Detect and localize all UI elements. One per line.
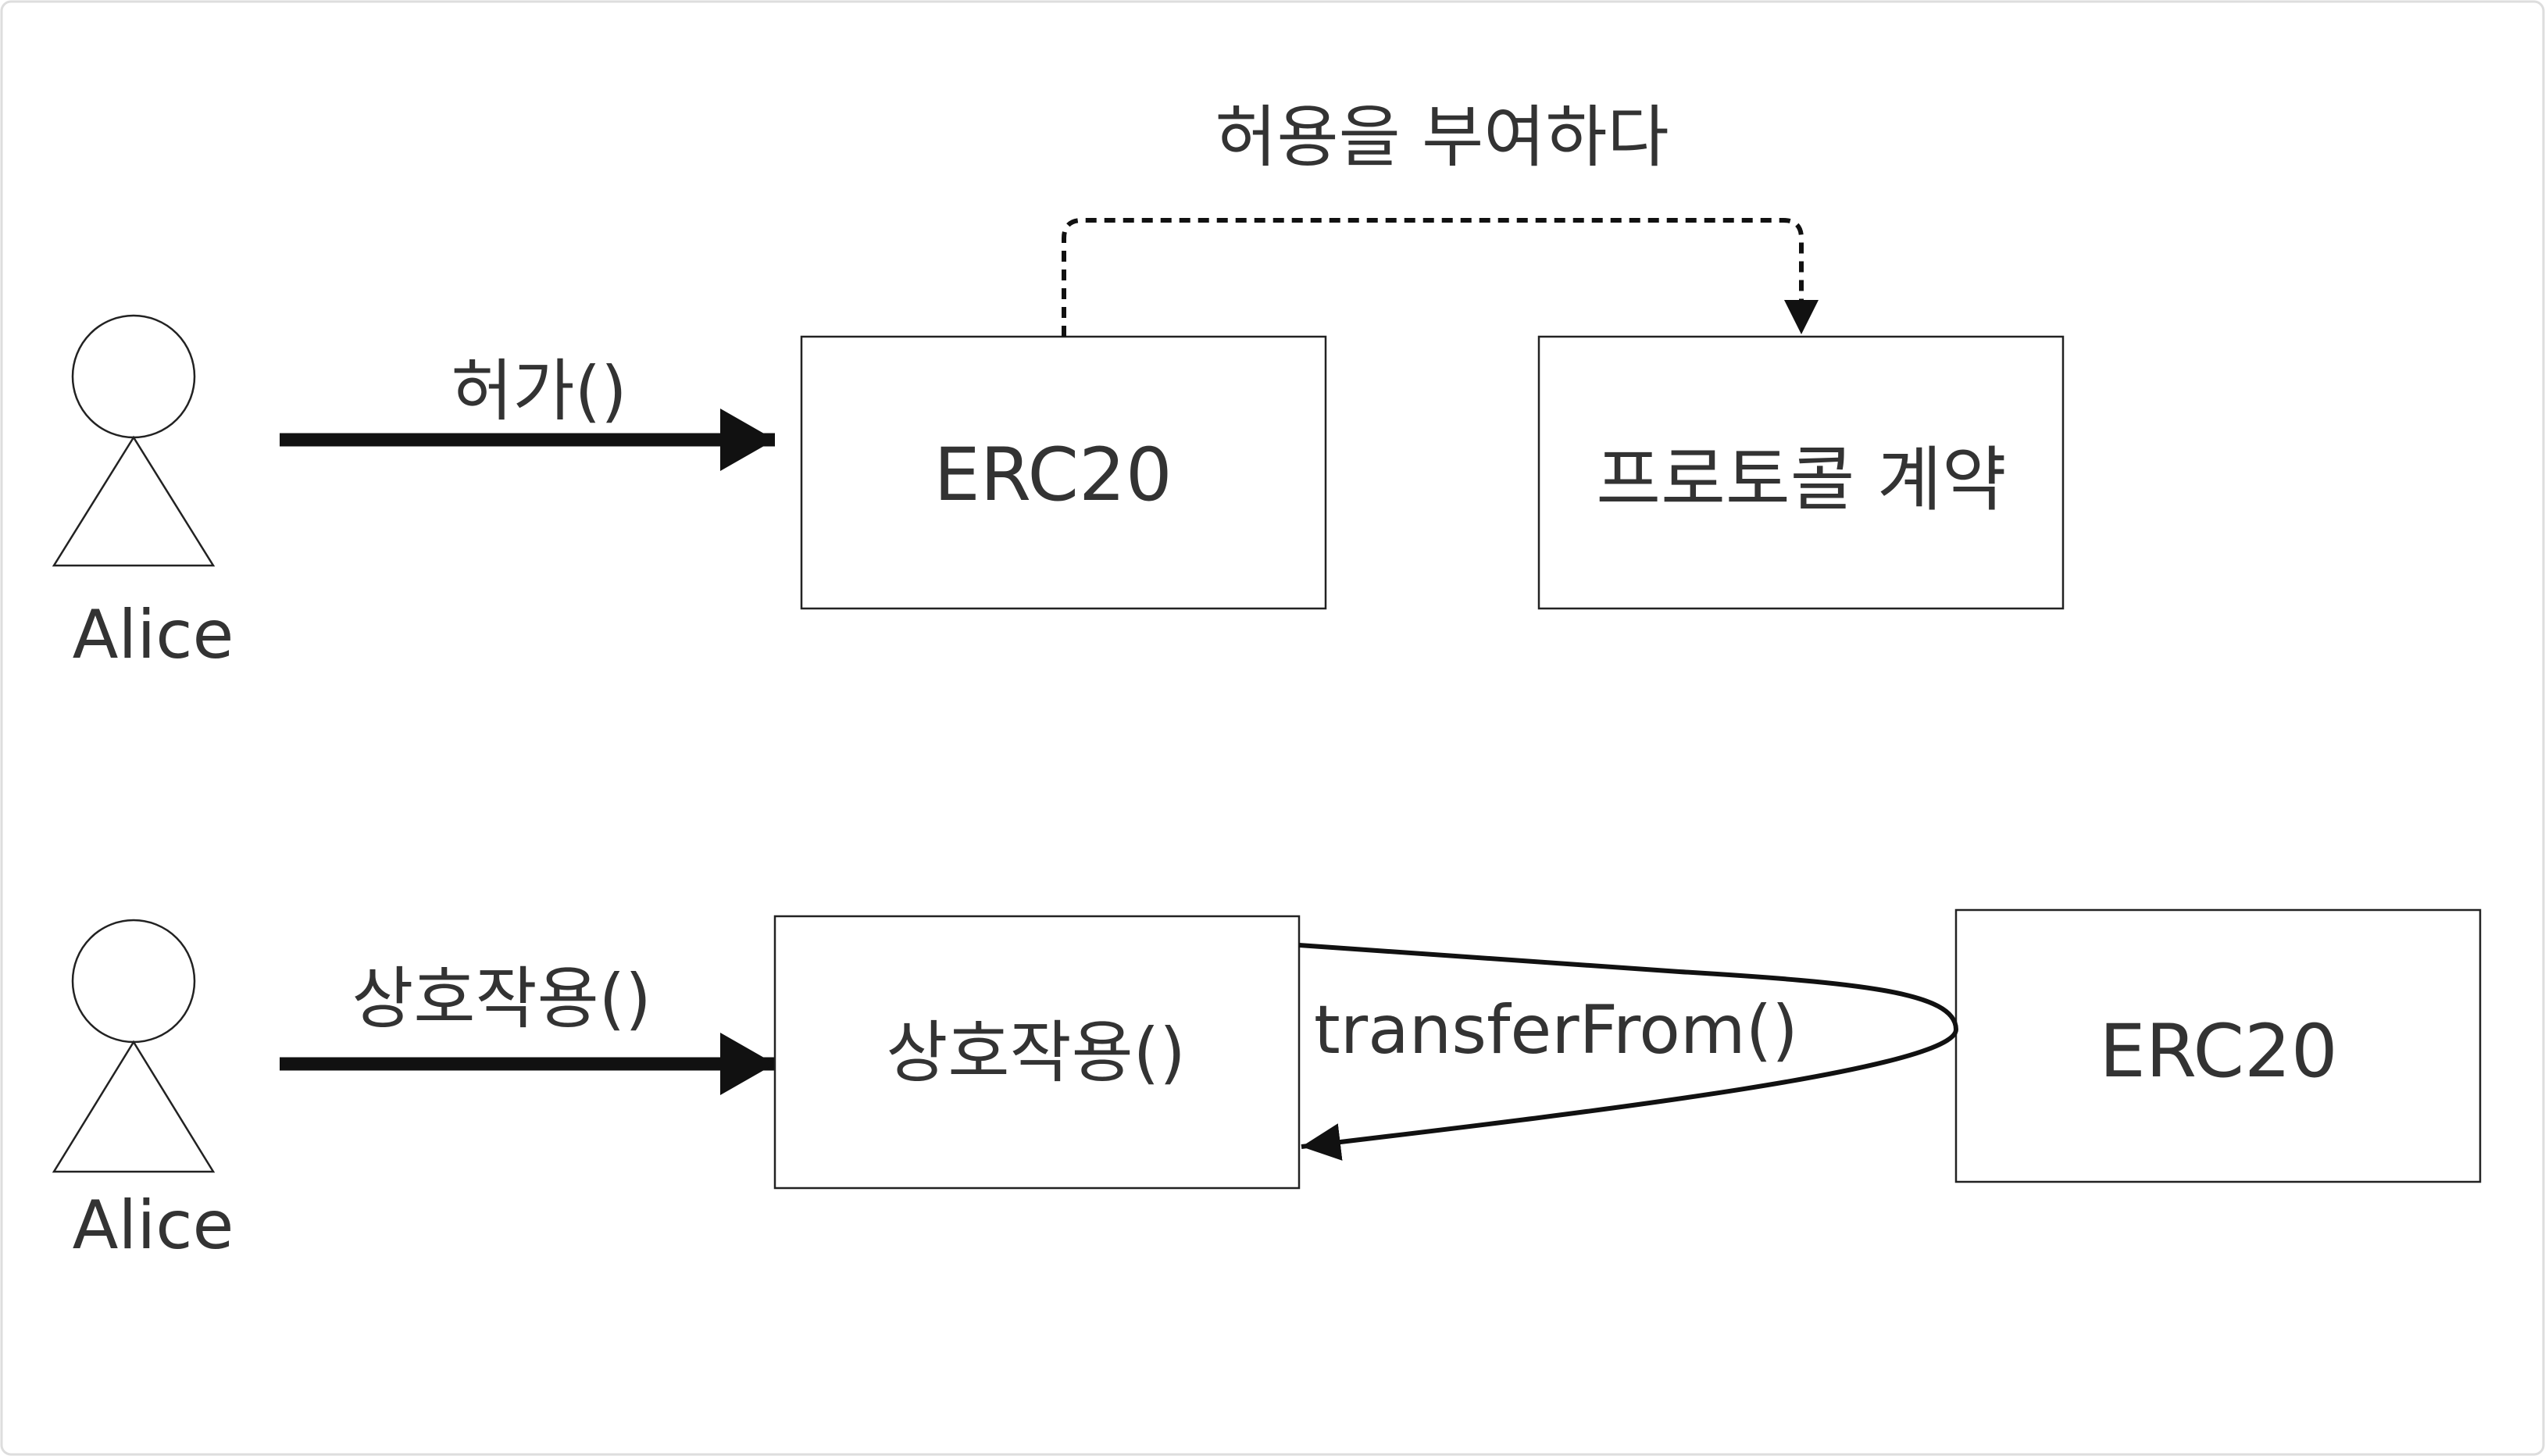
top-erc20-box <box>800 335 1327 610</box>
bottom-actor: Alice <box>52 919 234 1265</box>
transfer-from-label: transferFrom() <box>1314 991 1798 1069</box>
top-row: Alice 허가() ERC20 프로토콜 계약 허용을 부여하다 <box>52 98 2065 674</box>
bottom-row: Alice 상호작용() 상호작용() ERC20 transferFrom() <box>52 908 2482 1265</box>
transfer-from-loop-arrow <box>1298 943 1959 1161</box>
bottom-erc20-label: ERC20 <box>2099 1009 2337 1094</box>
actor-head-icon <box>71 314 196 439</box>
protocol-contract-box <box>1537 335 2065 610</box>
bottom-call-label: 상호작용() <box>352 960 651 1038</box>
allowance-label: 허용을 부여하다 <box>1215 98 1669 177</box>
protocol-contract-label: 프로토콜 계약 <box>1596 439 2006 521</box>
bottom-protocol-label: 상호작용() <box>886 1014 1186 1092</box>
top-actor-label: Alice <box>73 596 234 674</box>
top-erc20-label: ERC20 <box>933 433 1172 518</box>
bottom-protocol-box <box>773 915 1301 1190</box>
bottom-actor-label: Alice <box>73 1187 234 1265</box>
actor-body-icon <box>52 1040 216 1173</box>
allowance-dashed-arrow <box>1062 218 1819 337</box>
top-actor: Alice <box>52 314 234 674</box>
actor-head-icon <box>71 919 196 1044</box>
top-call-label: 허가() <box>451 352 626 430</box>
actor-body-icon <box>52 435 216 567</box>
bottom-erc20-box <box>1954 908 2482 1183</box>
